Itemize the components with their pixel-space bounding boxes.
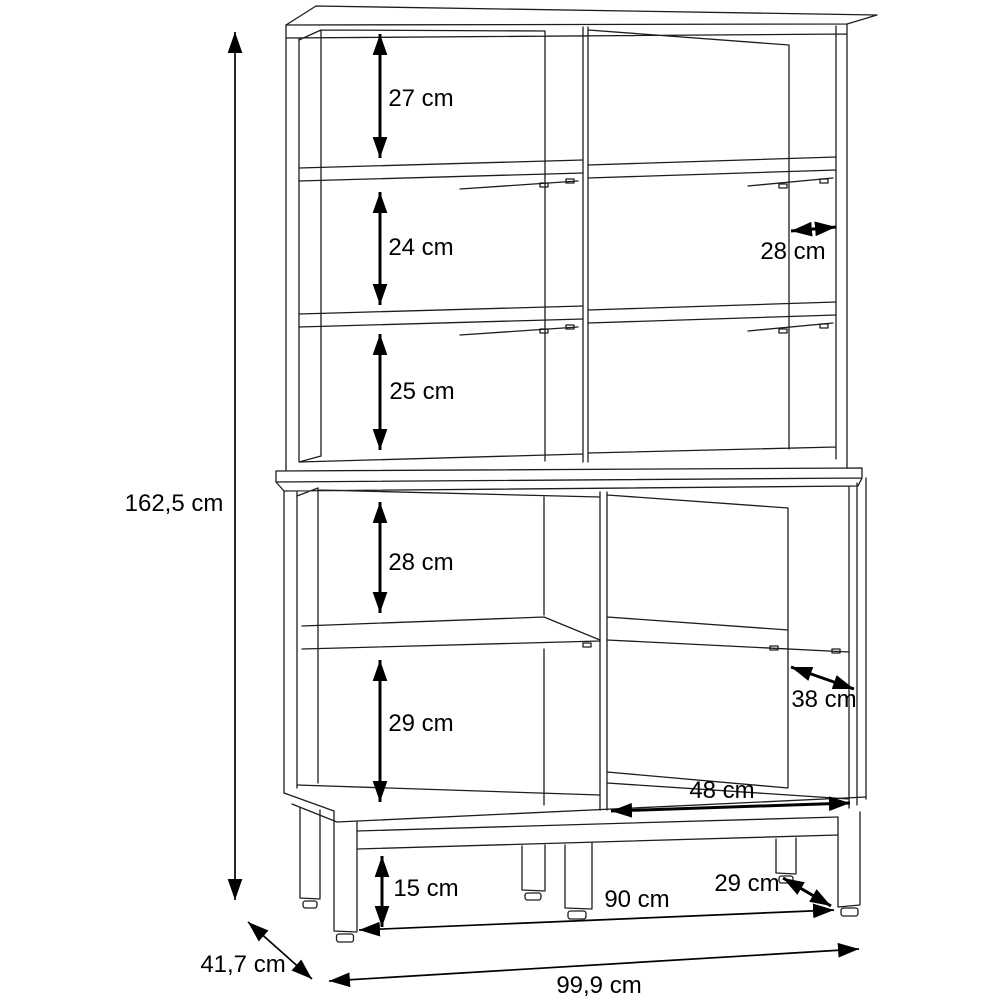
dim-label-leg-span-depth: 29 cm [714,870,779,897]
dim-label-overall-width: 99,9 cm [556,972,641,999]
dim-label-upper-shelf-top: 27 cm [388,85,453,112]
dim-label-leg-height: 15 cm [393,875,458,902]
lower-shelf-clips [582,642,841,654]
dim-line-upper-depth [790,221,837,237]
upper-unit [285,5,878,471]
dim-label-upper-shelf-middle: 24 cm [388,234,453,261]
dim-line-leg-span-width [358,903,835,937]
lower-shelves [301,616,850,653]
dimension-arrows [227,32,860,988]
dim-line-overall-depth [247,921,313,980]
dim-label-lower-depth: 38 cm [791,686,856,713]
dim-label-overall-height: 162,5 cm [125,490,224,517]
shelf-support-clips [539,178,829,334]
dim-label-leg-span-width: 90 cm [604,886,669,913]
lower-unit [275,467,867,850]
dim-label-upper-shelf-bottom: 25 cm [389,378,454,405]
dim-line-lower-opening-width [610,796,851,818]
dim-line-overall-width [328,942,860,988]
dim-label-lower-shelf-top: 28 cm [388,549,453,576]
dim-line-lower-depth [790,665,855,691]
upper-shelves [298,156,837,336]
dim-label-lower-opening-width: 48 cm [689,777,754,804]
dim-line-leg-span-depth [782,876,832,908]
dim-label-lower-shelf-bottom: 29 cm [388,710,453,737]
bottom-panel [283,771,867,850]
dim-label-upper-depth: 28 cm [760,238,825,265]
dimension-labels: 162,5 cm 27 cm 24 cm 25 cm 28 cm 28 cm 2… [125,85,857,999]
dim-label-overall-depth: 41,7 cm [200,951,285,978]
